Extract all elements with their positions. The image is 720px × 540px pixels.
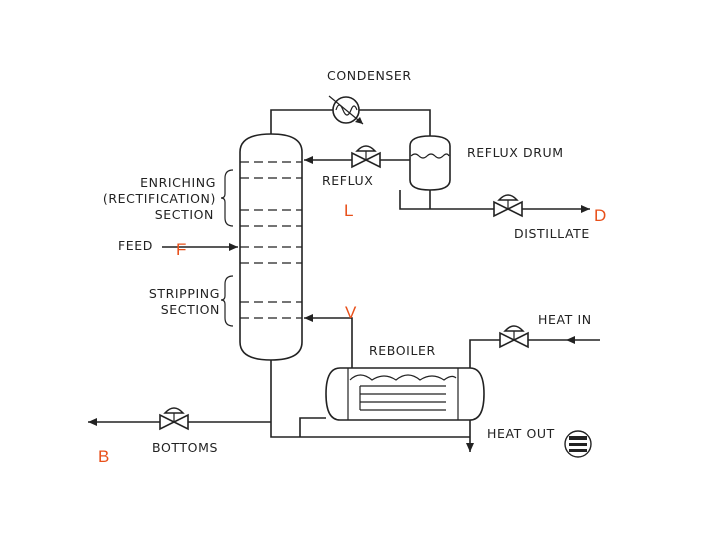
variable-v: V bbox=[345, 303, 357, 322]
reflux-drum bbox=[409, 135, 451, 191]
bottoms-valve bbox=[159, 407, 189, 431]
reflux-drum-label: REFLUX DRUM bbox=[467, 145, 564, 160]
heat-out-label: HEAT OUT bbox=[487, 426, 555, 441]
enriching-brace bbox=[220, 169, 234, 227]
variable-d: D bbox=[594, 206, 606, 225]
rectification-label: (RECTIFICATION) bbox=[103, 191, 216, 206]
logo-badge bbox=[564, 430, 592, 458]
stripping-brace bbox=[220, 275, 234, 327]
variable-b: B bbox=[98, 447, 109, 466]
reflux-valve bbox=[351, 145, 381, 169]
enriching-section-label: SECTION bbox=[155, 207, 214, 222]
distillation-column bbox=[239, 133, 303, 361]
heat-in-label: HEAT IN bbox=[538, 312, 592, 327]
condenser bbox=[328, 95, 364, 125]
condenser-label: CONDENSER bbox=[327, 68, 412, 83]
variable-l: L bbox=[344, 201, 353, 220]
heat-in-line bbox=[469, 336, 600, 368]
reboiler-label: REBOILER bbox=[369, 343, 436, 358]
feed-label: FEED bbox=[118, 238, 153, 253]
distillate-line bbox=[399, 190, 590, 213]
distillate-label: DISTILLATE bbox=[514, 226, 590, 241]
feed-line bbox=[162, 243, 238, 251]
enriching-label: ENRICHING bbox=[140, 175, 216, 190]
stripping-label: STRIPPING bbox=[149, 286, 220, 301]
vapor-return-line bbox=[304, 314, 353, 368]
heat-in-valve bbox=[499, 325, 529, 349]
heat-out-line bbox=[466, 420, 474, 452]
stripping-section-label: SECTION bbox=[161, 302, 220, 317]
bottoms-label: BOTTOMS bbox=[152, 440, 218, 455]
reflux-label: REFLUX bbox=[322, 173, 373, 188]
variable-f: F bbox=[176, 240, 186, 259]
distillate-valve bbox=[493, 194, 523, 218]
bottoms-draw-line bbox=[270, 360, 470, 438]
reboiler bbox=[325, 367, 485, 421]
